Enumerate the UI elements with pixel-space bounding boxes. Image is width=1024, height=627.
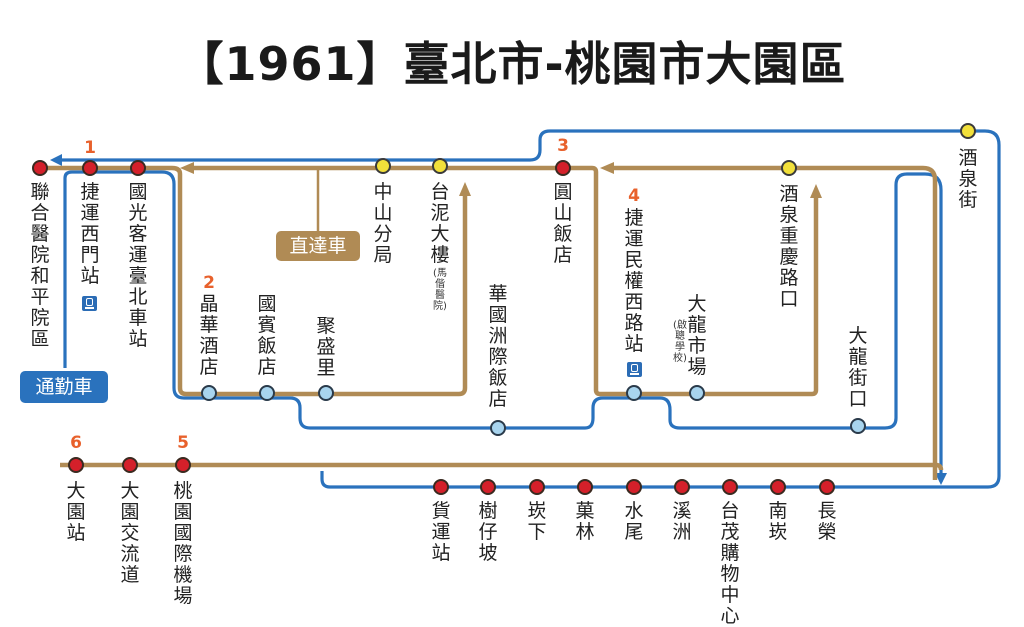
stop-dayuan-station-dot [68,457,84,473]
stop-kengxia-dot [529,479,545,495]
commuter-tag: 通勤車 [20,371,108,403]
stop-label-nankan: 南崁 [768,500,788,543]
stop-shuiwei-dot [626,479,642,495]
stop-freight-dot [433,479,449,495]
stop-lianhe-dot [32,160,48,176]
stop-jinghua-dot [201,385,217,401]
stop-label-shuzaipo: 樹仔坡 [478,500,498,564]
stop-label-dalong-market: 大龍市場 [687,293,707,378]
page-title: 【1961】臺北市-桃園市大園區 [177,37,847,91]
stop-ximen-dot [82,160,98,176]
commuter-route-line-return [320,129,1001,489]
stop-label-yelin: 菓林 [575,500,595,543]
express-route-line [608,165,938,480]
stop-zhongshan-dot [375,158,391,174]
stop-label-taini: 台泥大樓 [430,181,450,266]
stop-number-2: 2 [203,273,215,293]
stop-label-jinghua: 晶華酒店 [199,293,219,378]
stop-label-kengxia: 崁下 [527,500,547,543]
stop-jiuquan-chongqing-dot [781,160,797,176]
stop-huaguo-dot [490,420,506,436]
stop-label-dayuan-station: 大園站 [66,480,86,544]
stop-minquan-dot [626,385,642,401]
stop-label-zhongshan: 中山分局 [373,181,393,266]
express-route-line-4 [60,462,944,471]
stop-label-shuiwei: 水尾 [624,500,644,543]
stop-airport-dot [175,457,191,473]
stop-label-yuanshan: 圓山飯店 [553,181,573,266]
commuter-route-line [63,170,943,482]
stop-number-5: 5 [177,433,189,453]
stop-label-dalong-st: 大龍街口 [848,325,868,410]
stop-label-ximen: 捷運西門站 [80,181,100,287]
stop-taimao-dot [722,479,738,495]
stop-jusheng-dot [318,385,334,401]
stop-number-1: 1 [84,138,96,158]
stop-label-changrong: 長榮 [817,500,837,543]
express-route-line-2 [186,165,819,397]
stop-number-3: 3 [557,136,569,156]
stop-label-xizhou: 溪洲 [672,500,692,543]
stop-label-huaguo: 華國洲際飯店 [488,283,508,410]
stop-changrong-dot [819,479,835,495]
stop-xizhou-dot [674,479,690,495]
stop-number-6: 6 [70,433,82,453]
stop-label-guobin: 國賓飯店 [257,293,277,378]
stop-yuanshan-dot [555,160,571,176]
stop-yelin-dot [577,479,593,495]
stop-note-dalong: (啟聰學校) [673,320,687,364]
stop-dayuan-interchange-dot [122,457,138,473]
stop-label-dayuan-interchange: 大園交流道 [120,480,140,586]
stop-taini-dot [432,158,448,174]
express-tag: 直達車 [276,231,360,261]
stop-label-jiuquan-chongqing: 酒泉重慶路口 [779,183,799,310]
stop-label-airport: 桃園國際機場 [173,480,193,607]
stop-shuzaipo-dot [480,479,496,495]
mrt-icon-ximen [82,296,97,311]
stop-dalong-st-dot [850,418,866,434]
stop-label-jiuquan-st: 酒泉街 [958,147,978,211]
stop-label-jusheng: 聚盛里 [316,315,336,379]
stop-nankan-dot [770,479,786,495]
stop-note-taini: (馬偕醫院) [433,268,447,312]
stop-guobin-dot [259,385,275,401]
stop-label-minquan: 捷運民權西路站 [624,207,644,355]
express-route-line-3 [40,165,468,397]
mrt-icon-minquan [627,362,642,377]
stop-number-4: 4 [628,186,640,206]
stop-jiuquan-st-dot [960,123,976,139]
stop-guoguang-dot [130,160,146,176]
stop-label-taimao: 台茂購物中心 [720,500,740,627]
stop-label-lianhe: 聯合醫院和平院區 [30,181,50,350]
stop-label-freight: 貨運站 [431,500,451,564]
stop-label-guoguang: 國光客運臺北車站 [128,181,148,350]
stop-dalong-market-dot [689,385,705,401]
